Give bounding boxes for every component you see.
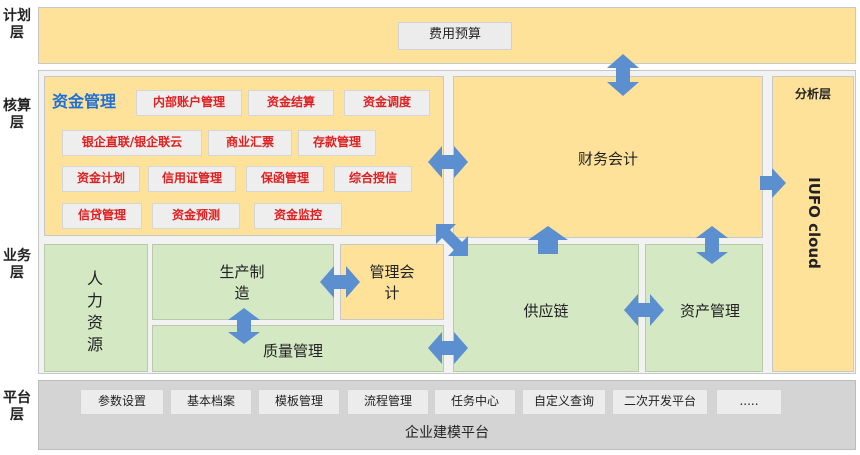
fund-item-letter-of-credit[interactable]: 信用证管理 (148, 166, 236, 192)
fund-title: 资金管理 (52, 92, 117, 111)
hr-label: 人力资源 (86, 269, 103, 354)
platform-item-dev-platform[interactable]: 二次开发平台 (612, 389, 708, 415)
financial-accounting-label: 财务会计 (577, 150, 638, 168)
fund-item-dispatch[interactable]: 资金调度 (344, 90, 430, 116)
double-arrow-vertical-icon-3 (228, 308, 260, 344)
fund-item-credit-mgmt[interactable]: 信贷管理 (62, 203, 142, 229)
layer-label-platform: 平台层 (3, 390, 31, 423)
layer-label-business: 业务层 (3, 248, 31, 281)
fund-item-internal-account[interactable]: 内部账户管理 (136, 90, 242, 116)
layer-label-accounting: 核算层 (3, 98, 31, 131)
double-arrow-diagonal-icon (436, 224, 468, 256)
double-arrow-horizontal-icon-4 (428, 332, 468, 364)
fund-item-credit-line[interactable]: 综合授信 (334, 166, 412, 192)
arrow-up-icon (528, 226, 568, 254)
budget-box[interactable]: 费用预算 (398, 22, 512, 50)
fund-item-settlement[interactable]: 资金结算 (248, 90, 334, 116)
fund-item-forecast[interactable]: 资金预测 (152, 203, 240, 229)
platform-item-params[interactable]: 参数设置 (80, 389, 164, 415)
platform-item-archive[interactable]: 基本档案 (170, 389, 252, 415)
platform-item-template[interactable]: 模板管理 (258, 389, 340, 415)
fund-item-bank-link[interactable]: 银企直联/银企联云 (62, 130, 202, 156)
fund-item-monitor[interactable]: 资金监控 (254, 203, 342, 229)
hr-panel[interactable] (44, 244, 148, 372)
platform-title: 企业建模平台 (405, 425, 489, 441)
double-arrow-vertical-icon-2 (696, 226, 728, 264)
iufo-label[interactable]: IUFO cloud (805, 177, 823, 269)
platform-item-task-center[interactable]: 任务中心 (434, 389, 516, 415)
supply-chain-panel[interactable] (453, 244, 639, 372)
production-panel[interactable] (152, 244, 334, 320)
fund-item-fund-plan[interactable]: 资金计划 (62, 166, 140, 192)
asset-mgmt-panel[interactable] (645, 244, 763, 372)
double-arrow-vertical-icon (607, 54, 639, 96)
layer-label-plan: 计划层 (3, 8, 31, 41)
platform-item-more[interactable]: ..... (716, 389, 782, 415)
analysis-panel (772, 76, 854, 372)
fund-item-deposit[interactable]: 存款管理 (298, 130, 376, 156)
platform-item-workflow[interactable]: 流程管理 (347, 389, 429, 415)
supply-chain-label: 供应链 (523, 302, 569, 320)
financial-accounting-panel[interactable] (453, 76, 763, 238)
mgmt-accounting-label: 管理会计 (369, 263, 415, 302)
analysis-title: 分析层 (794, 87, 831, 101)
platform-item-custom-query[interactable]: 自定义查询 (522, 389, 606, 415)
arrow-right-icon (760, 168, 786, 198)
production-label: 生产制造 (219, 263, 265, 302)
fund-item-commercial-bill[interactable]: 商业汇票 (208, 130, 292, 156)
double-arrow-horizontal-icon-3 (624, 294, 664, 326)
quality-label: 质量管理 (262, 342, 323, 360)
fund-item-guarantee[interactable]: 保函管理 (246, 166, 324, 192)
quality-panel[interactable] (152, 325, 444, 372)
asset-mgmt-label: 资产管理 (679, 302, 740, 320)
double-arrow-horizontal-icon (428, 146, 468, 178)
double-arrow-horizontal-icon-2 (320, 266, 360, 298)
